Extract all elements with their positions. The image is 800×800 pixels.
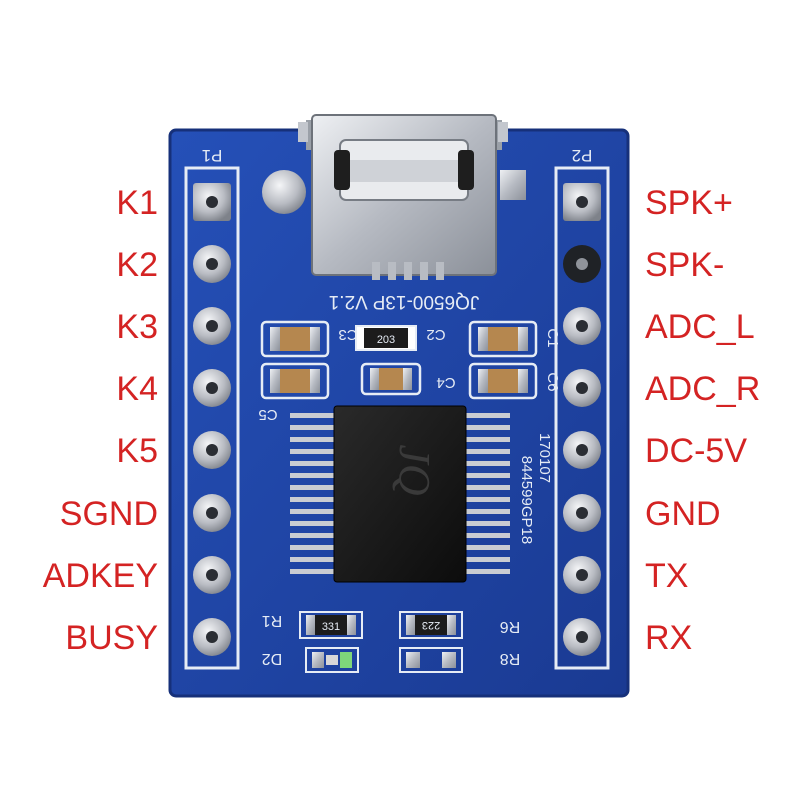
board-model-text: JQ6500-13P V2.1 xyxy=(329,291,480,312)
pin-label-k2: K2 xyxy=(116,246,158,284)
cap-label-c1: C1 xyxy=(544,328,561,347)
led-d2 xyxy=(305,647,359,673)
pin-hole xyxy=(206,507,218,519)
chip-pins-right xyxy=(462,413,510,574)
pin-label-k1: K1 xyxy=(116,184,158,222)
left-pin-pads xyxy=(193,183,231,656)
solder-blob xyxy=(262,170,306,214)
test-pad xyxy=(500,170,526,200)
capacitors-row-2 xyxy=(260,362,538,400)
pin-label-busy: BUSY xyxy=(65,619,158,657)
header-left-label: P1 xyxy=(202,146,223,165)
pin-hole xyxy=(576,444,588,456)
micro-usb-connector xyxy=(298,114,508,280)
resistor-code-r1: 331 xyxy=(322,621,340,633)
pin-label-gnd: GND xyxy=(645,495,721,533)
bottom-components: 331 223 xyxy=(299,611,463,673)
chip-text-date: 170107 xyxy=(536,433,553,483)
pin-label-spk-plus: SPK+ xyxy=(645,184,733,222)
capacitors-row-1: 203 xyxy=(260,320,538,358)
cap-label-c5: C5 xyxy=(258,406,277,423)
pin-label-tx: TX xyxy=(645,557,689,595)
led-label-d2: D2 xyxy=(262,650,283,667)
right-pin-pads xyxy=(563,183,601,656)
header-right-label: P2 xyxy=(572,146,593,165)
pin-hole xyxy=(576,258,588,270)
pin-label-dc-5v: DC-5V xyxy=(645,432,748,470)
chip-pins-left xyxy=(290,413,338,574)
chip-body xyxy=(333,405,467,583)
pin-hole xyxy=(576,196,588,208)
right-header-outline xyxy=(554,166,610,670)
pin-label-rx: RX xyxy=(645,619,693,657)
resistor-code-r6: 223 xyxy=(422,619,440,631)
cap-label-c2: C2 xyxy=(426,326,445,343)
res-label-r8: R8 xyxy=(500,650,521,667)
pin-hole xyxy=(576,569,588,581)
main-chip: JQ xyxy=(290,405,510,583)
resistor-code-top: 203 xyxy=(377,334,395,346)
res-label-r1: R1 xyxy=(262,612,283,629)
pin-hole xyxy=(206,631,218,643)
pin-hole xyxy=(206,444,218,456)
pin-label-k3: K3 xyxy=(116,308,158,346)
pin-hole xyxy=(206,196,218,208)
pin-hole xyxy=(206,382,218,394)
pin-label-k4: K4 xyxy=(116,370,158,408)
cap-label-c6: C6 xyxy=(544,372,561,391)
res-label-r6: R6 xyxy=(500,618,521,635)
left-header-outline xyxy=(184,166,240,670)
pin-hole xyxy=(576,320,588,332)
pin-hole xyxy=(206,569,218,581)
pin-label-sgnd: SGND xyxy=(59,495,158,533)
pin-hole xyxy=(576,382,588,394)
pin-label-adc-r: ADC_R xyxy=(645,370,761,408)
pin-hole xyxy=(206,320,218,332)
pin-hole xyxy=(576,507,588,519)
cap-label-c3: C3 xyxy=(338,326,357,343)
chip-text-batch: 844599GP18 xyxy=(518,456,535,544)
pin-label-spk-minus: SPK- xyxy=(645,246,725,284)
pin-hole xyxy=(576,631,588,643)
pin-label-adc-l: ADC_L xyxy=(645,308,755,346)
chip-logo: JQ xyxy=(390,444,439,495)
cap-label-c4: C4 xyxy=(436,374,455,391)
pin-hole xyxy=(206,258,218,270)
pin-label-adkey: ADKEY xyxy=(42,557,158,595)
pin-label-k5: K5 xyxy=(116,432,158,470)
